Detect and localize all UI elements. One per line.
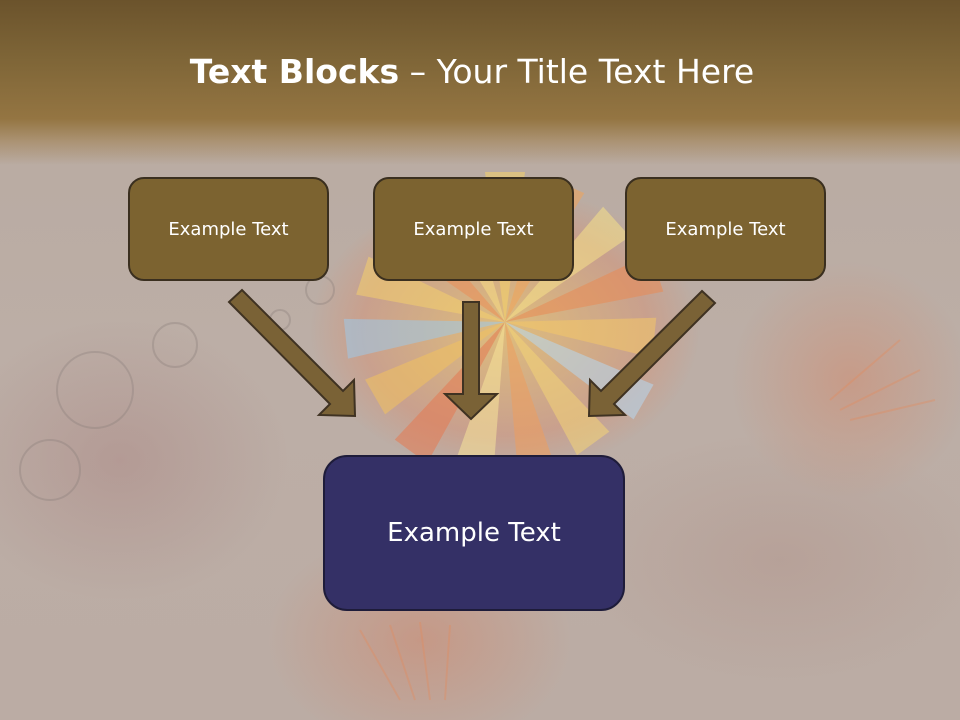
text-block-2-label: Example Text xyxy=(413,218,534,240)
background-sprays xyxy=(359,339,936,701)
arrow-left xyxy=(227,288,357,418)
text-block-3-label: Example Text xyxy=(665,218,786,240)
text-block-3[interactable]: Example Text xyxy=(625,177,826,281)
title-band xyxy=(0,0,960,165)
slide-title: Text Blocks – Your Title Text Here xyxy=(0,52,944,91)
text-block-2[interactable]: Example Text xyxy=(373,177,574,281)
title-bold: Text Blocks xyxy=(189,52,400,91)
title-rest: Your Title Text Here xyxy=(436,52,755,91)
text-block-1[interactable]: Example Text xyxy=(128,177,329,281)
title-dash: – xyxy=(399,52,437,91)
arrow-center xyxy=(442,301,500,421)
text-block-1-label: Example Text xyxy=(168,218,289,240)
target-block-label: Example Text xyxy=(387,518,561,548)
arrow-right xyxy=(587,289,717,418)
target-block[interactable]: Example Text xyxy=(323,455,625,611)
